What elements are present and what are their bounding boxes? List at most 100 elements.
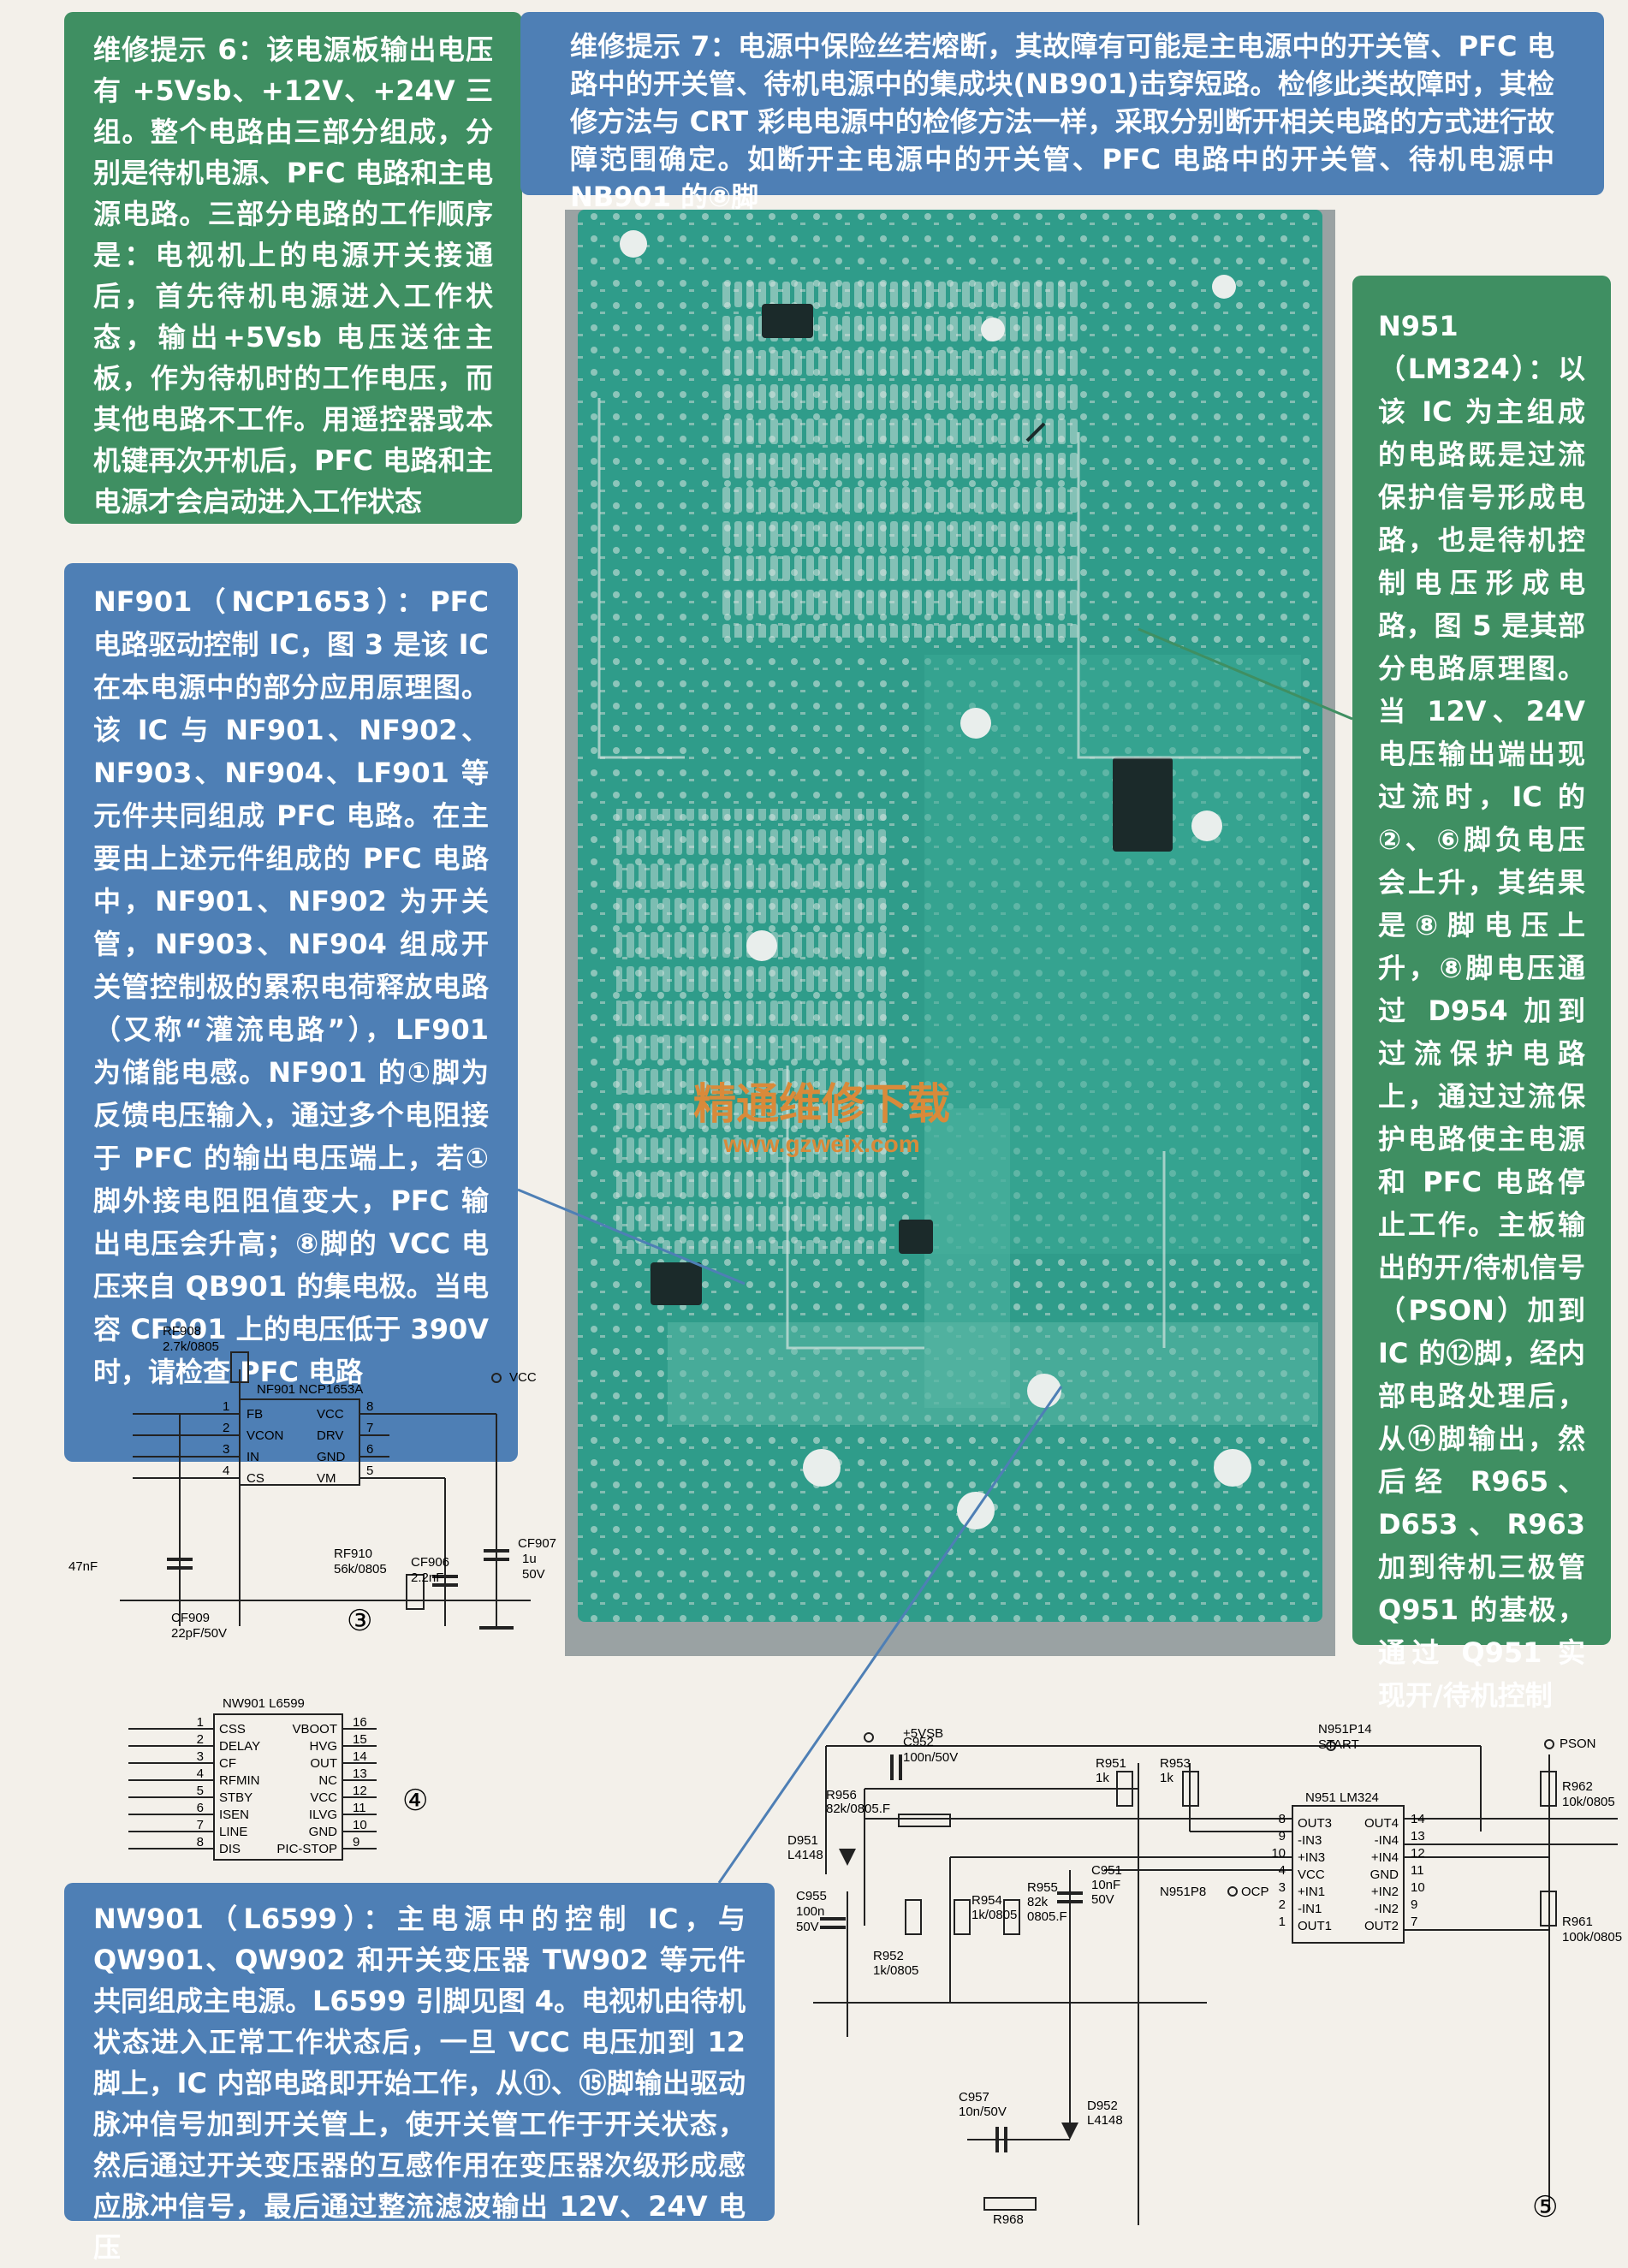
fig5-c952-label: C952 (903, 1735, 934, 1749)
fig3-pin-no-left-4: 4 (223, 1464, 229, 1478)
tip7-box: 维修提示 7：电源中保险丝若熔断，其故障有可能是主电源中的开关管、PFC 电路中… (520, 12, 1604, 213)
fig4-pin-right-2: HVG (309, 1739, 337, 1754)
fig3-cf907-label: CF907 (518, 1536, 556, 1551)
fig5-ic-ref: N951 LM324 (1305, 1790, 1379, 1805)
fig4-pin-no-left-4: 4 (197, 1766, 204, 1781)
fig3-pin-right-8: VCC (317, 1407, 344, 1422)
fig5-c955-label: C955 (796, 1889, 827, 1903)
fig5-pin-right-2: -IN4 (1375, 1833, 1399, 1848)
fig5-n951p8-label: N951P8 (1160, 1885, 1206, 1899)
fig5-pin-no-left-5: 3 (1279, 1880, 1286, 1895)
fig5-pin-left-1: OUT3 (1298, 1816, 1332, 1831)
fig5-r952-label: R952 (873, 1949, 904, 1963)
fig5-r951-label: R951 (1096, 1756, 1126, 1771)
nf901-box: NF901（NCP1653）：PFC 电路驱动控制 IC，图 3 是该 IC 在… (64, 563, 518, 1462)
fig4-pin-no-left-1: 1 (197, 1715, 204, 1730)
nw901-box: NW901（L6599）：主电源中的控制 IC，与 QW901、QW902 和开… (64, 1883, 775, 2264)
fig4-pin-right-3: OUT (310, 1756, 337, 1771)
fig3-cf907-value2: 50V (522, 1567, 545, 1582)
n951-text: N951（LM324）：以该 IC 为主组成的电路既是过流保护信号形成电路，也是… (1378, 310, 1585, 1712)
fig5-pin-no-left-1: 8 (1279, 1812, 1286, 1826)
fig3-pin-left-4: CS (247, 1471, 264, 1486)
fig5-pin-no-right-7: 7 (1411, 1915, 1417, 1929)
fig5-r956-value: 82k/0805.F (826, 1802, 890, 1816)
fig5-pin-no-right-2: 13 (1411, 1829, 1425, 1843)
fig4-pin-no-left-8: 8 (197, 1835, 204, 1849)
fig3-pin-no-left-2: 2 (223, 1421, 229, 1435)
fig5-c955-value1: 100n (796, 1904, 824, 1919)
fig5-d951-value: L4148 (787, 1848, 823, 1862)
fig5-pin-right-6: -IN2 (1375, 1902, 1399, 1916)
fig3-pin-left-1: FB (247, 1407, 263, 1422)
fig4-pin-no-left-7: 7 (197, 1818, 204, 1832)
fig4-pin-left-3: CF (219, 1756, 236, 1771)
fig5-pin-no-left-6: 2 (1279, 1897, 1286, 1912)
figure-5-schematic: C952 100n/50V R956 82k/0805.F R951 1k R9… (787, 1722, 1622, 2225)
fig5-pin-no-right-4: 11 (1411, 1863, 1424, 1878)
fig4-pin-left-7: LINE (219, 1825, 247, 1839)
fig5-r953-label: R953 (1160, 1756, 1191, 1771)
fig3-pin-no-right-8: 8 (366, 1399, 373, 1414)
fig5-5vsb-label: +5VSB (903, 1726, 943, 1741)
fig3-pin-no-right-6: 6 (366, 1442, 373, 1457)
fig5-pson-label: PSON (1560, 1737, 1596, 1751)
tip7-text: 维修提示 7：电源中保险丝若熔断，其故障有可能是主电源中的开关管、PFC 电路中… (570, 30, 1554, 213)
fig5-c951-value2: 50V (1091, 1892, 1114, 1907)
fig3-cf909-label: CF909 (171, 1611, 210, 1625)
fig4-pin-left-1: CSS (219, 1722, 246, 1737)
fig4-pin-no-left-6: 6 (197, 1801, 204, 1815)
fig5-pin-left-6: -IN1 (1298, 1902, 1322, 1916)
fig5-r951-value: 1k (1096, 1771, 1109, 1785)
fig5-r961-label: R961 (1562, 1915, 1593, 1929)
fig3-pin-no-right-5: 5 (366, 1464, 373, 1478)
fig5-pin-right-1: OUT4 (1364, 1816, 1399, 1831)
fig4-pin-left-8: DIS (219, 1842, 241, 1856)
fig3-number: ③ (347, 1605, 372, 1637)
fig5-pin-no-right-1: 14 (1411, 1812, 1425, 1826)
fig5-r953-value: 1k (1160, 1771, 1173, 1785)
fig4-pin-right-1: VBOOT (292, 1722, 337, 1737)
nw901-text: NW901（L6599）：主电源中的控制 IC，与 QW901、QW902 和开… (93, 1903, 746, 2264)
fig5-r956-label: R956 (826, 1788, 857, 1802)
fig5-pin-left-3: +IN3 (1298, 1850, 1325, 1865)
fig5-d951-label: D951 (787, 1833, 818, 1848)
nf901-text: NF901（NCP1653）：PFC 电路驱动控制 IC，图 3 是该 IC 在… (93, 585, 489, 1388)
fig4-pin-right-6: ILVG (309, 1808, 337, 1822)
fig4-pin-no-left-5: 5 (197, 1784, 204, 1798)
fig4-pin-no-right-2: 15 (353, 1732, 367, 1747)
fig5-c957-value: 10n/50V (959, 2105, 1007, 2119)
fig4-pin-left-5: STBY (219, 1790, 253, 1805)
fig4-pin-no-right-3: 14 (353, 1749, 367, 1764)
watermark: 精通维修下载 www.gzweix.com (642, 1078, 1001, 1159)
fig5-r962-label: R962 (1562, 1779, 1593, 1794)
fig5-d952-value: L4148 (1087, 2113, 1123, 2128)
watermark-line1: 精通维修下载 (693, 1079, 950, 1129)
fig5-pin-no-left-2: 9 (1279, 1829, 1286, 1843)
fig5-c951-label: C951 (1091, 1863, 1122, 1878)
fig5-pin-right-3: +IN4 (1371, 1850, 1399, 1865)
fig5-c957-label: C957 (959, 2090, 989, 2105)
fig4-pin-left-2: DELAY (219, 1739, 260, 1754)
fig3-rf908-label: RF908 (163, 1324, 201, 1339)
fig5-pin-no-right-3: 12 (1411, 1846, 1425, 1861)
tip6-text: 维修提示 6：该电源板输出电压有 +5Vsb、+12V、+24V 三组。整个电路… (93, 33, 493, 518)
fig5-c955-value2: 50V (796, 1920, 819, 1934)
fig5-pin-no-left-3: 10 (1271, 1846, 1286, 1861)
fig5-r954-label: R954 (971, 1893, 1002, 1908)
pcb-photo (565, 210, 1335, 1656)
fig5-r954-value: 1k/0805 (971, 1908, 1017, 1922)
fig5-pin-right-7: OUT2 (1364, 1919, 1399, 1933)
fig5-n951p14-label: N951P14 (1318, 1722, 1372, 1737)
fig4-pin-no-right-8: 9 (353, 1835, 359, 1849)
fig5-r955-value1: 82k (1027, 1895, 1049, 1909)
fig4-pin-no-right-1: 16 (353, 1715, 367, 1730)
fig4-pin-no-left-2: 2 (197, 1732, 204, 1747)
fig4-pin-left-6: ISEN (219, 1808, 249, 1822)
fig4-pin-no-right-7: 10 (353, 1818, 367, 1832)
watermark-line2: www.gzweix.com (723, 1131, 920, 1157)
fig5-pin-no-left-7: 1 (1279, 1915, 1286, 1929)
fig3-rf908-value: 2.7k/0805 (163, 1339, 219, 1354)
fig4-ic-ref: NW901 L6599 (223, 1696, 305, 1711)
fig4-number: ④ (402, 1784, 428, 1817)
